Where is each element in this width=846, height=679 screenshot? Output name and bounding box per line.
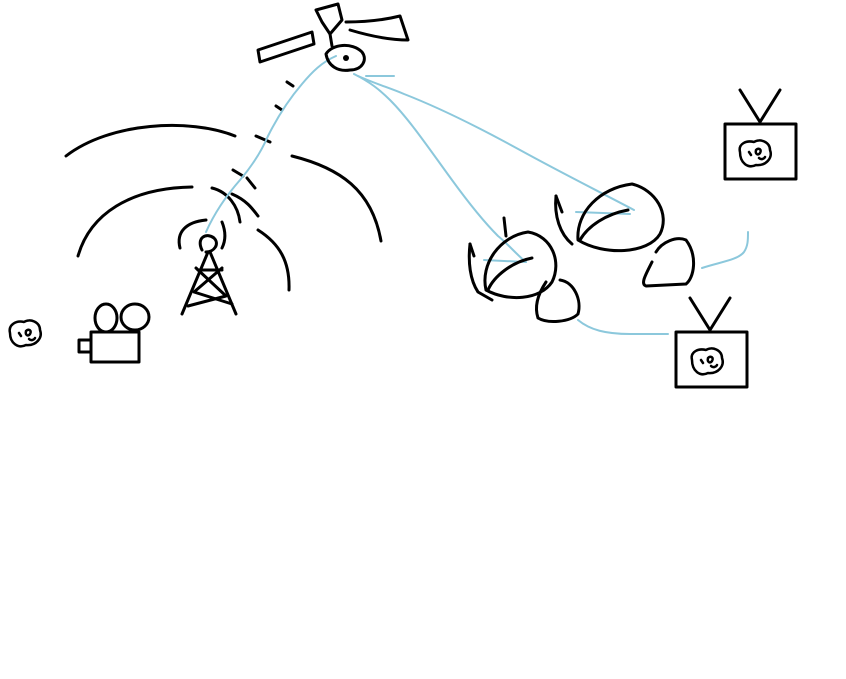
downlink-signals xyxy=(353,73,749,335)
tv-bottom-face-icon xyxy=(690,347,724,376)
video-camera-icon xyxy=(77,302,151,364)
satellite-core xyxy=(343,55,349,61)
television-icon xyxy=(723,88,798,181)
radio-waves-icon xyxy=(64,80,383,292)
television-icon xyxy=(674,296,749,389)
satellite-dish-icon xyxy=(554,182,695,288)
source-face-icon xyxy=(8,319,42,348)
antenna-tower-icon xyxy=(180,234,238,316)
tv-top-face-icon xyxy=(738,139,772,168)
uplink-signal xyxy=(205,55,337,233)
satellite-dish-icon xyxy=(467,216,581,323)
satellite-icon xyxy=(256,2,410,72)
